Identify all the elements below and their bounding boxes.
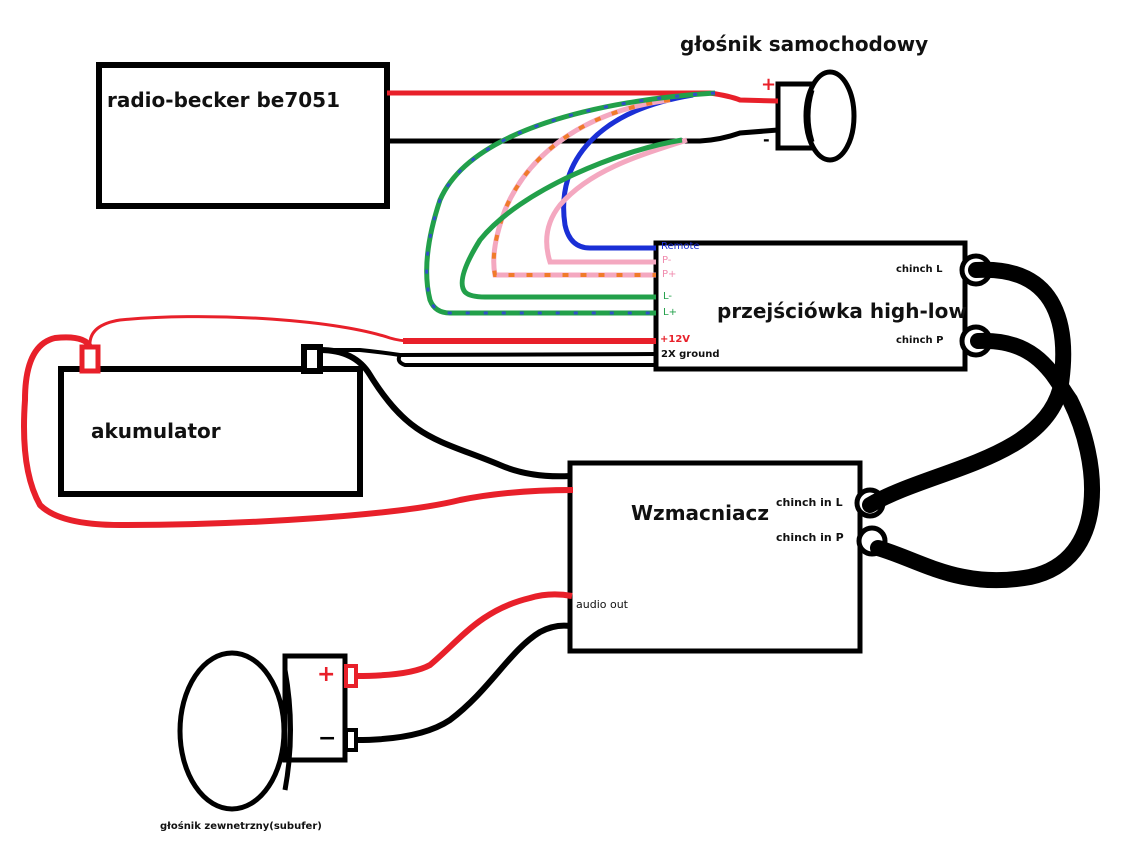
amp-input-p: chinch in P [776, 531, 844, 544]
converter-box [653, 240, 968, 372]
amp-audio-out: audio out [576, 598, 628, 611]
subwoofer-label: głośnik zewnetrzny(subufer) [160, 821, 322, 832]
converter-output-p: chinch P [896, 335, 944, 346]
wire-radio-speaker-minus [387, 127, 779, 144]
pin-p-minus: P- [662, 255, 672, 266]
pin-remote: Remote [661, 241, 700, 252]
wire-battery-amp-power [21, 334, 574, 529]
amplifier-label: Wzmacniacz [631, 501, 769, 525]
subwoofer-minus-sign: − [318, 726, 337, 751]
converter-output-l: chinch L [896, 264, 943, 275]
amplifier-box [567, 460, 863, 654]
subwoofer-plus-sign: + [317, 662, 336, 687]
wire-sub-plus [355, 591, 573, 679]
radio-box [96, 62, 390, 209]
battery-plus-terminal [79, 344, 101, 374]
battery-minus-terminal [301, 344, 323, 374]
wire-12v [88, 315, 656, 348]
battery-label: akumulator [91, 419, 221, 443]
pin-ground: 2X ground [661, 349, 720, 360]
battery-box [58, 366, 363, 497]
car-speaker-minus-sign: - [763, 130, 770, 149]
wire-radio-speaker-plus [387, 90, 779, 104]
wire-ground-1 [320, 348, 657, 358]
car-speaker-plus-sign: + [761, 74, 777, 95]
wire-remote [561, 92, 694, 251]
converter-label: przejściówka high-low [717, 299, 967, 323]
pin-l-minus: L- [663, 291, 673, 302]
wire-battery-amp-ground [319, 347, 571, 480]
pin-12v: +12V [660, 334, 691, 345]
amp-input-l: chinch in L [776, 496, 843, 509]
rca-cable-p [870, 332, 1101, 589]
subwoofer-icon [177, 650, 358, 812]
wire-p-minus [544, 137, 688, 265]
wire-sub-minus [355, 622, 571, 743]
wire-ground-2 [396, 354, 656, 367]
car-speaker-label: głośnik samochodowy [680, 32, 929, 56]
wire-l-minus [459, 137, 683, 300]
pin-p-plus: P+ [662, 269, 677, 280]
radio-label: radio-becker be7051 [107, 88, 341, 112]
wire-l-plus-stripe [425, 91, 716, 315]
pin-l-plus: L+ [663, 307, 677, 318]
wire-p-plus-stripe [491, 98, 671, 277]
car-speaker-icon [775, 69, 857, 163]
